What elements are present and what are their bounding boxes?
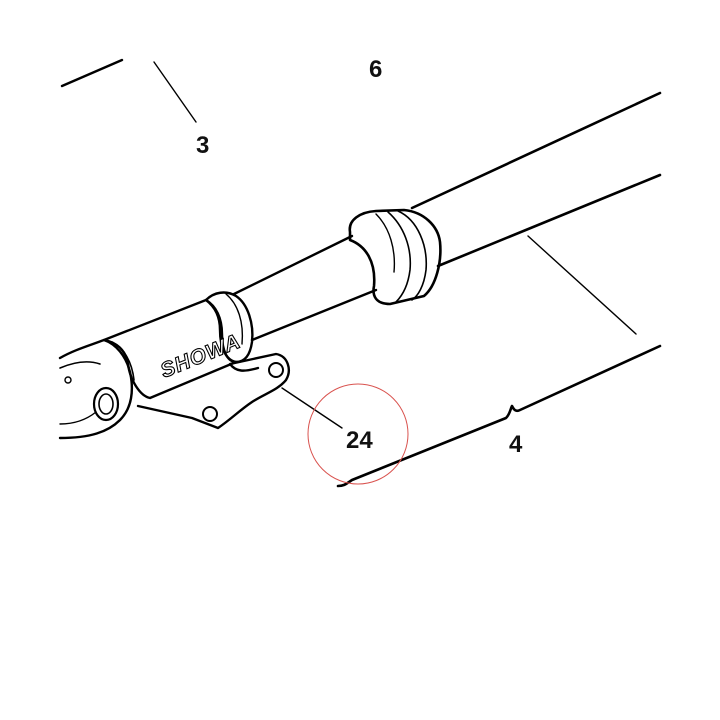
collar-ridge-1: [397, 210, 428, 301]
lower-ring-body: [204, 291, 254, 364]
collar-body: [348, 208, 442, 306]
leader-4: [527, 235, 637, 335]
inner-tube-bottom-edge: [250, 288, 378, 342]
callout-24: 24: [346, 427, 373, 454]
brand-logo: SHOWA: [157, 330, 244, 383]
lower-ring-ridge: [225, 293, 244, 345]
lug-top-edge: [59, 361, 101, 369]
leader-3: [153, 61, 197, 123]
callout-4: 4: [509, 431, 523, 458]
highlight-circle: [307, 383, 409, 485]
lug-outline: [58, 338, 134, 440]
callout-6: 6: [369, 56, 382, 83]
slider-body: SHOWA: [102, 298, 245, 400]
leader-lines: [60, 58, 637, 429]
inner-tube-top-edge: [232, 234, 354, 296]
upper-tube-bottom-edge: [436, 173, 662, 268]
bracket-hole-left: [202, 406, 218, 422]
inner-tube: [232, 234, 378, 342]
bracket-outline: [136, 352, 290, 430]
slider-ridge: [111, 341, 135, 381]
lug-bolt-dot: [64, 376, 72, 384]
dust-seal-collar: [348, 208, 442, 306]
collar-ridge-3: [375, 213, 396, 273]
axle-hole-outer: [92, 386, 120, 422]
axle-lug: [58, 338, 134, 440]
leader-24: [281, 387, 343, 429]
collar-ridge-2: [387, 211, 412, 303]
lug-lower-edge: [59, 411, 97, 425]
axle-hole-inner: [98, 393, 114, 415]
brake-bracket: [136, 352, 290, 430]
bracket-hole-right: [268, 362, 284, 378]
upper-tube-top-edge: [410, 91, 662, 210]
callout-3: 3: [196, 132, 209, 159]
upper-tube: [410, 91, 662, 268]
lower-ring: [204, 291, 254, 364]
brace-4: [336, 344, 662, 488]
fragment-line-3: [60, 58, 124, 88]
